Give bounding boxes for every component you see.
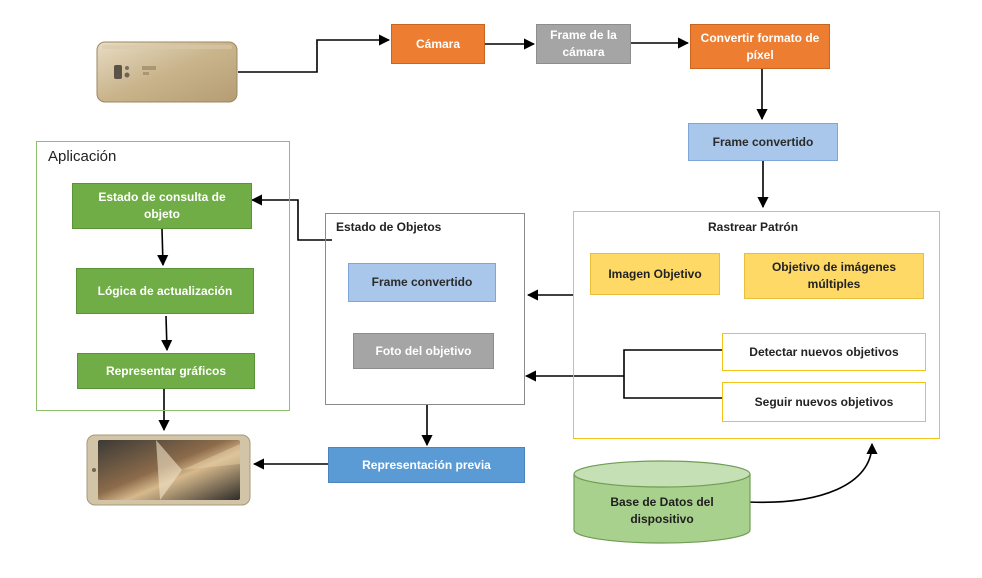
track-new-targets-box: Seguir nuevos objetivos (722, 382, 926, 422)
object-state-title: Estado de Objetos (336, 220, 442, 234)
target-image-box: Imagen Objetivo (590, 253, 720, 295)
target-photo-box: Foto del objetivo (353, 333, 494, 369)
render-graphics-box: Representar gráficos (77, 353, 255, 389)
phone-back-image (96, 41, 238, 103)
object-state-frame (325, 213, 525, 405)
multi-target-box: Objetivo de imágenes múltiples (744, 253, 924, 299)
application-frame (36, 141, 290, 411)
update-logic-box: Lógica de actualización (76, 268, 254, 314)
camera-box: Cámara (391, 24, 485, 64)
track-pattern-title: Rastrear Patrón (708, 220, 799, 234)
preview-box: Representación previa (328, 447, 525, 483)
database-cylinder: Base de Datos del dispositivo (573, 460, 751, 545)
converted-frame-top-box: Frame convertido (688, 123, 838, 161)
database-label: Base de Datos del dispositivo (610, 495, 714, 526)
convert-format-box: Convertir formato de píxel (690, 24, 830, 69)
camera-frame-box: Frame de la cámara (536, 24, 631, 64)
query-state-box: Estado de consulta de objeto (72, 183, 252, 229)
phone-screen-image (86, 434, 251, 506)
application-title: Aplicación (48, 148, 117, 165)
detect-new-targets-box: Detectar nuevos objetivos (722, 333, 926, 371)
track-pattern-frame (573, 211, 940, 439)
object-converted-frame-box: Frame convertido (348, 263, 496, 302)
